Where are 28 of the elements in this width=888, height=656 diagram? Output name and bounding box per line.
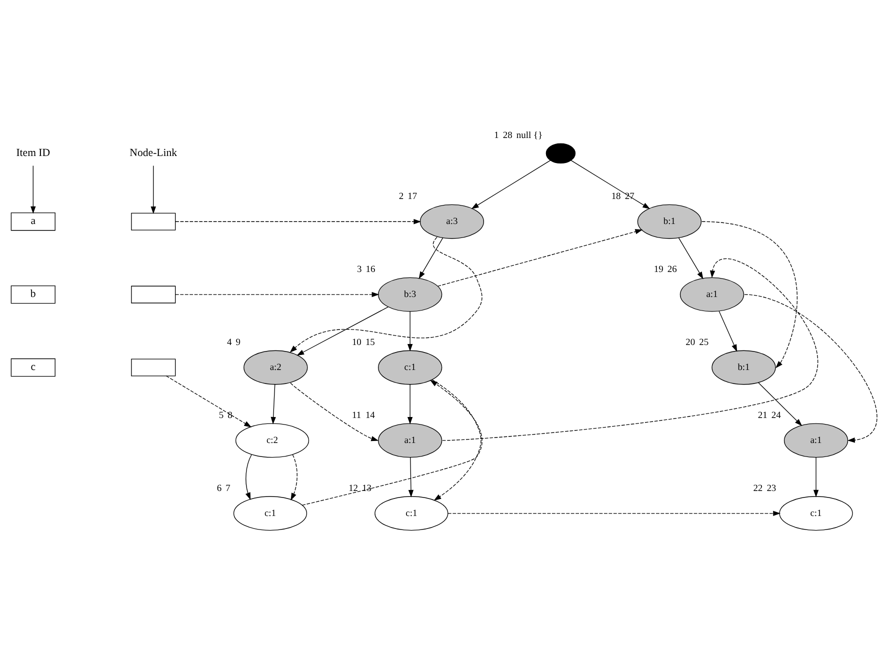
node-text: Node-Link	[130, 146, 178, 158]
node-label: 28	[502, 130, 512, 140]
node-label: 4	[227, 338, 232, 348]
node-label: 10	[352, 338, 362, 348]
node-label: 18	[611, 192, 621, 202]
node-label: 20	[686, 338, 696, 348]
node-label: 3	[357, 264, 362, 275]
node-label: 21	[758, 410, 768, 420]
node-label: 1	[494, 130, 499, 140]
node-text: Item ID	[16, 146, 50, 158]
node-label: 2	[398, 192, 404, 202]
node-label: 23	[766, 483, 776, 494]
node-label: 5	[218, 410, 224, 420]
node-label: 22	[753, 483, 763, 494]
node-label: 6	[216, 483, 222, 494]
node-label: 9	[236, 338, 241, 348]
node-label: 16	[366, 264, 376, 275]
node-label: 15	[365, 338, 375, 348]
node-label: 7	[226, 483, 230, 494]
node-label: null {}	[516, 130, 543, 140]
node-label: 24	[771, 410, 781, 420]
node-label: 14	[365, 410, 375, 420]
node-label: 12	[348, 483, 358, 494]
node-label: 25	[699, 338, 709, 348]
node-label: 17	[408, 192, 418, 202]
node-label: 11	[352, 410, 362, 420]
node-label: 19	[654, 264, 664, 275]
node-label: 26	[667, 264, 677, 275]
